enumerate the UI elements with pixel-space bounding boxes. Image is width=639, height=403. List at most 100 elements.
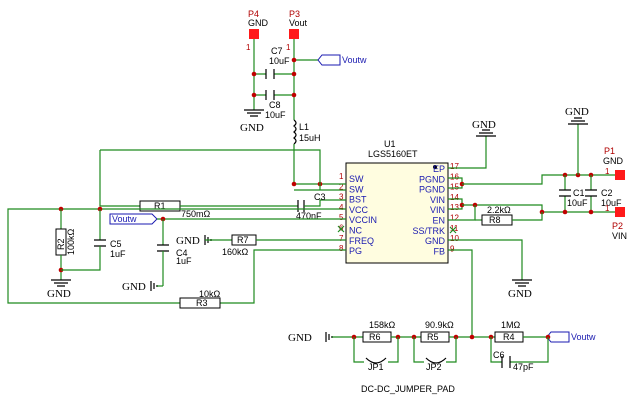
- r7-ref: R7: [237, 235, 249, 245]
- junction: [251, 71, 257, 77]
- ic-ref: U1: [384, 139, 396, 149]
- r5-value: 90.9kΩ: [425, 320, 454, 330]
- capacitor-c6: [501, 356, 511, 368]
- capacitor-c5: [94, 239, 106, 247]
- connector-p1-pad: [615, 170, 625, 180]
- ic-pin1-marker: [433, 165, 437, 169]
- connector-p3-ref: P3: [289, 9, 300, 19]
- ic-u1-body: [345, 162, 449, 264]
- wire-r8-vin: [512, 212, 543, 221]
- junction: [291, 92, 297, 98]
- junction: [562, 209, 568, 215]
- ic-pin-name: FB: [433, 246, 445, 256]
- gnd-symbol: [568, 117, 588, 125]
- r4-ref: R4: [503, 332, 515, 342]
- net-voutw-text: Voutw: [571, 332, 596, 342]
- ic-pin-name: EN: [432, 216, 445, 226]
- gnd-label: GND: [472, 119, 496, 131]
- capacitor-c1: [559, 189, 571, 197]
- c6-value: 47pF: [513, 362, 534, 372]
- ic-pin-name: VCCIN: [349, 215, 377, 225]
- wire-ep: [448, 136, 487, 169]
- ic-pin-name: VCC: [349, 205, 369, 215]
- wire-fb: [448, 249, 473, 337]
- ic-pin-number: 15: [450, 183, 459, 192]
- junction: [469, 334, 475, 340]
- c8-value: 10uF: [265, 110, 286, 120]
- c7-value: 10uF: [269, 56, 290, 66]
- ic-pin-number: 17: [450, 162, 459, 171]
- ic-pin-name: FREQ: [349, 236, 374, 246]
- connector-p4-name: GND: [248, 18, 269, 28]
- c2-ref: C2: [601, 188, 613, 198]
- r4-value: 1MΩ: [501, 320, 521, 330]
- ic-pin-number: 8: [339, 244, 344, 253]
- ic-pin-name: BST: [349, 195, 367, 205]
- nc-marker: [449, 226, 457, 234]
- connector-p2-name: VIN: [612, 231, 627, 241]
- jp1-ref: JP1: [368, 362, 384, 372]
- ic-pin-number: 10: [450, 234, 459, 243]
- wire-pg: [220, 249, 346, 304]
- c4-value: 1uF: [176, 256, 192, 266]
- connector-p2-ref: P2: [612, 221, 623, 231]
- junction: [588, 209, 594, 215]
- net-label-voutw: [109, 213, 158, 225]
- connector-p1-name: GND: [603, 156, 624, 166]
- connector-p1-pin: 1: [605, 167, 610, 176]
- r3-ref: R3: [196, 298, 208, 308]
- inductor-l1: [293, 119, 297, 145]
- wire-vcc-left: [7, 208, 346, 304]
- connector-p3-pad: [289, 29, 299, 39]
- connector-p3-pin: 1: [286, 43, 291, 52]
- ic-pin-number: 2: [339, 182, 344, 191]
- gnd-symbol: [512, 279, 532, 287]
- c5-value: 1uF: [110, 249, 126, 259]
- c2-value: 10uF: [601, 198, 622, 208]
- wire-sw-loop-top: [100, 149, 321, 184]
- wire-c6: [490, 337, 549, 363]
- r6-value: 158kΩ: [369, 320, 396, 330]
- ic-pin-number: 4: [339, 203, 344, 212]
- capacitor-c4: [157, 244, 169, 252]
- ic-pin-number: 13: [450, 203, 459, 212]
- gnd-label: GND: [288, 332, 312, 344]
- ic-pin-name: VIN: [430, 195, 445, 205]
- c4-ref: C4: [176, 248, 188, 258]
- r3-value: 10kΩ: [199, 289, 221, 299]
- r2-ref: R2: [56, 238, 66, 250]
- ic-pin-name: PGND: [419, 185, 446, 195]
- r5-ref: R5: [427, 332, 439, 342]
- connector-p2-pin: 1: [605, 204, 610, 213]
- gnd-symbol: [150, 281, 158, 291]
- ic-pin-name: GND: [425, 236, 446, 246]
- net-voutw-text: Voutw: [342, 55, 367, 65]
- l1-value: 15uH: [299, 133, 321, 143]
- c3-ref: C3: [314, 192, 326, 202]
- gnd-label: GND: [240, 122, 264, 134]
- ic-pin-number: 5: [339, 213, 344, 222]
- connector-p3-name: Vout: [289, 18, 308, 28]
- connector-p1-ref: P1: [604, 146, 615, 156]
- gnd-label: GND: [565, 106, 589, 118]
- junction: [291, 71, 297, 77]
- nc-marker: [337, 225, 345, 233]
- connector-p2-pad: [615, 207, 625, 217]
- gnd-symbol: [51, 279, 71, 287]
- net-label-voutw: [317, 54, 341, 66]
- ic-u1: U1 LGS5160ET: [345, 139, 449, 264]
- jumper-label: DC-DC_JUMPER_PAD: [361, 384, 455, 394]
- r6-ref: R6: [369, 332, 381, 342]
- resistor-r3: [179, 297, 221, 309]
- gnd-symbol: [244, 109, 264, 117]
- ic-pin-name: VIN: [430, 205, 445, 215]
- r7-value: 160kΩ: [222, 247, 249, 257]
- c1-ref: C1: [573, 188, 585, 198]
- wire-gnd-pin: [448, 239, 523, 280]
- ic-pin-number: 1: [339, 172, 344, 181]
- c5-ref: C5: [110, 239, 122, 249]
- ic-pin-name: SW: [349, 184, 364, 194]
- gnd-label: GND: [508, 288, 532, 300]
- r8-value: 2.2kΩ: [487, 205, 511, 215]
- wire-c3-bst: [304, 199, 346, 207]
